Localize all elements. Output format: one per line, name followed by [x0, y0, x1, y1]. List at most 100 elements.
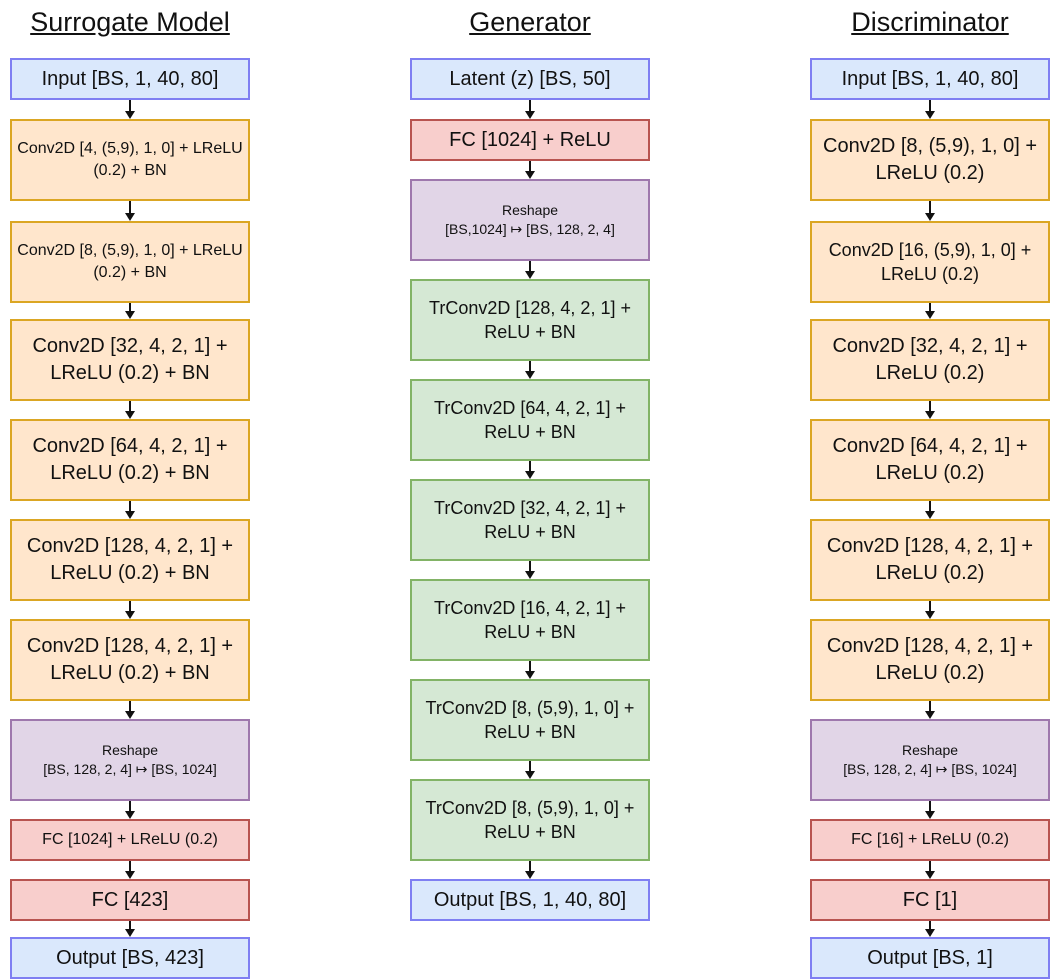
surrogate-model-arrow-8: [124, 801, 136, 819]
block-sublabel: [BS,1024] ↦ [BS, 128, 2, 4]: [445, 221, 615, 237]
surrogate-model-block-6: Conv2D [128, 4, 2, 1] + LReLU (0.2) + BN: [10, 519, 250, 601]
generator-arrow-2: [524, 161, 536, 179]
discriminator-arrow-8: [924, 801, 936, 819]
surrogate-model-arrow-7: [124, 701, 136, 719]
block-label: Conv2D [16, (5,9), 1, 0] + LReLU (0.2): [828, 239, 1032, 284]
block-label: Conv2D [4, (5,9), 1, 0] + LReLU (0.2) + …: [17, 140, 243, 179]
block-label: TrConv2D [128, 4, 2, 1] + ReLU + BN: [429, 297, 631, 342]
surrogate-model-block-5: Conv2D [64, 4, 2, 1] + LReLU (0.2) + BN: [10, 419, 250, 501]
block-label: Conv2D [128, 4, 2, 1] + LReLU (0.2): [826, 635, 1034, 684]
surrogate-model-arrow-5: [124, 501, 136, 519]
generator-block-6: TrConv2D [32, 4, 2, 1] + ReLU + BN: [410, 479, 650, 561]
generator-arrow-5: [524, 461, 536, 479]
block-label: Reshape: [901, 742, 959, 759]
surrogate-model-arrow-3: [124, 303, 136, 319]
block-label: FC [1024] + ReLU: [449, 128, 611, 151]
block-label: Input [BS, 1, 40, 80]: [841, 67, 1019, 90]
surrogate-model-title: Surrogate Model: [30, 7, 230, 37]
surrogate-model-arrow-2: [124, 201, 136, 221]
surrogate-model-block-4: Conv2D [32, 4, 2, 1] + LReLU (0.2) + BN: [10, 319, 250, 401]
generator-arrow-8: [524, 761, 536, 779]
discriminator-block-11: Output [BS, 1]: [810, 937, 1050, 979]
generator-arrow-1: [524, 100, 536, 119]
discriminator-arrow-6: [924, 601, 936, 619]
block-label: Conv2D [128, 4, 2, 1] + LReLU (0.2) + BN: [26, 635, 234, 684]
block-label: Reshape: [101, 742, 159, 759]
block-label: TrConv2D [16, 4, 2, 1] + ReLU + BN: [434, 597, 626, 642]
block-label: FC [423]: [91, 888, 169, 911]
block-label: TrConv2D [32, 4, 2, 1] + ReLU + BN: [434, 497, 626, 542]
block-label: Conv2D [128, 4, 2, 1] + LReLU (0.2): [826, 535, 1034, 584]
surrogate-model-block-8: Reshape [BS, 128, 2, 4] ↦ [BS, 1024]: [10, 719, 250, 801]
generator-block-1: Latent (z) [BS, 50]: [410, 58, 650, 100]
discriminator-arrow-10: [924, 921, 936, 937]
discriminator-title: Discriminator: [851, 7, 1009, 37]
discriminator-arrow-5: [924, 501, 936, 519]
surrogate-model-block-7: Conv2D [128, 4, 2, 1] + LReLU (0.2) + BN: [10, 619, 250, 701]
surrogate-model-block-10: FC [423]: [10, 879, 250, 921]
discriminator-block-5: Conv2D [64, 4, 2, 1] + LReLU (0.2): [810, 419, 1050, 501]
generator-arrow-9: [524, 861, 536, 879]
surrogate-model-block-2: Conv2D [4, (5,9), 1, 0] + LReLU (0.2) + …: [10, 119, 250, 201]
block-label: Conv2D [32, 4, 2, 1] + LReLU (0.2) + BN: [32, 335, 228, 384]
discriminator-block-10: FC [1]: [810, 879, 1050, 921]
surrogate-model-block-9: FC [1024] + LReLU (0.2): [10, 819, 250, 861]
discriminator-arrow-9: [924, 861, 936, 879]
block-label: Conv2D [64, 4, 2, 1] + LReLU (0.2): [832, 435, 1028, 484]
discriminator-block-3: Conv2D [16, (5,9), 1, 0] + LReLU (0.2): [810, 221, 1050, 303]
block-label: Reshape: [501, 202, 559, 219]
generator-block-2: FC [1024] + ReLU: [410, 119, 650, 161]
generator-block-9: TrConv2D [8, (5,9), 1, 0] + ReLU + BN: [410, 779, 650, 861]
surrogate-model-arrow-4: [124, 401, 136, 419]
block-label: Conv2D [32, 4, 2, 1] + LReLU (0.2): [832, 335, 1028, 384]
block-label: Input [BS, 1, 40, 80]: [41, 67, 219, 90]
discriminator-block-7: Conv2D [128, 4, 2, 1] + LReLU (0.2): [810, 619, 1050, 701]
block-label: Latent (z) [BS, 50]: [449, 67, 611, 90]
surrogate-model-arrow-6: [124, 601, 136, 619]
block-label: Output [BS, 1, 40, 80]: [433, 888, 627, 911]
block-label: FC [1]: [902, 888, 958, 911]
generator-title: Generator: [469, 7, 591, 37]
surrogate-model-block-11: Output [BS, 423]: [10, 937, 250, 979]
block-label: Output [BS, 1]: [867, 946, 993, 969]
generator-block-8: TrConv2D [8, (5,9), 1, 0] + ReLU + BN: [410, 679, 650, 761]
generator-block-4: TrConv2D [128, 4, 2, 1] + ReLU + BN: [410, 279, 650, 361]
block-label: Output [BS, 423]: [56, 946, 204, 969]
discriminator-block-2: Conv2D [8, (5,9), 1, 0] + LReLU (0.2): [810, 119, 1050, 201]
block-sublabel: [BS, 128, 2, 4] ↦ [BS, 1024]: [43, 761, 217, 777]
block-sublabel: [BS, 128, 2, 4] ↦ [BS, 1024]: [843, 761, 1017, 777]
discriminator-arrow-4: [924, 401, 936, 419]
surrogate-model-block-1: Input [BS, 1, 40, 80]: [10, 58, 250, 100]
generator-arrow-3: [524, 261, 536, 279]
surrogate-model-block-3: Conv2D [8, (5,9), 1, 0] + LReLU (0.2) + …: [10, 221, 250, 303]
surrogate-model-arrow-9: [124, 861, 136, 879]
discriminator-arrow-1: [924, 100, 936, 119]
surrogate-model-arrow-10: [124, 921, 136, 937]
discriminator-block-6: Conv2D [128, 4, 2, 1] + LReLU (0.2): [810, 519, 1050, 601]
discriminator-arrow-7: [924, 701, 936, 719]
block-label: TrConv2D [8, (5,9), 1, 0] + ReLU + BN: [425, 797, 635, 842]
generator-arrow-7: [524, 661, 536, 679]
block-label: FC [16] + LReLU (0.2): [851, 831, 1009, 849]
generator-arrow-4: [524, 361, 536, 379]
block-label: Conv2D [128, 4, 2, 1] + LReLU (0.2) + BN: [26, 535, 234, 584]
discriminator-block-4: Conv2D [32, 4, 2, 1] + LReLU (0.2): [810, 319, 1050, 401]
block-label: TrConv2D [64, 4, 2, 1] + ReLU + BN: [434, 397, 626, 442]
generator-block-10: Output [BS, 1, 40, 80]: [410, 879, 650, 921]
generator-block-7: TrConv2D [16, 4, 2, 1] + ReLU + BN: [410, 579, 650, 661]
block-label: Conv2D [8, (5,9), 1, 0] + LReLU (0.2) + …: [17, 242, 243, 281]
discriminator-arrow-2: [924, 201, 936, 221]
discriminator-block-8: Reshape [BS, 128, 2, 4] ↦ [BS, 1024]: [810, 719, 1050, 801]
discriminator-block-1: Input [BS, 1, 40, 80]: [810, 58, 1050, 100]
generator-arrow-6: [524, 561, 536, 579]
block-label: Conv2D [8, (5,9), 1, 0] + LReLU (0.2): [823, 135, 1037, 184]
generator-block-3: Reshape [BS,1024] ↦ [BS, 128, 2, 4]: [410, 179, 650, 261]
block-label: FC [1024] + LReLU (0.2): [42, 831, 218, 849]
surrogate-model-arrow-1: [124, 100, 136, 119]
discriminator-arrow-3: [924, 303, 936, 319]
block-label: TrConv2D [8, (5,9), 1, 0] + ReLU + BN: [425, 697, 635, 742]
block-label: Conv2D [64, 4, 2, 1] + LReLU (0.2) + BN: [32, 435, 228, 484]
generator-block-5: TrConv2D [64, 4, 2, 1] + ReLU + BN: [410, 379, 650, 461]
discriminator-block-9: FC [16] + LReLU (0.2): [810, 819, 1050, 861]
